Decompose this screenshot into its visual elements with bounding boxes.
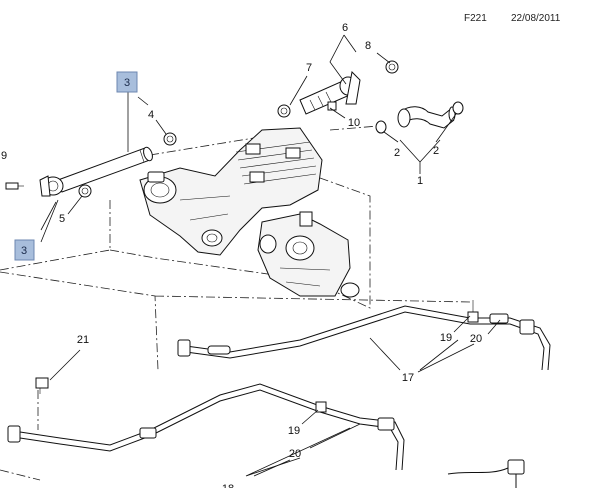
sensor-bottom-right — [447, 459, 525, 488]
callout-19-lower[interactable]: 19 — [288, 425, 300, 437]
hose-part-18 — [7, 383, 405, 471]
callout-9[interactable]: 9 — [1, 150, 7, 162]
assembly-boundary-hoses — [0, 271, 471, 371]
tube-part-3 — [39, 146, 153, 197]
o-ring-part-5 — [78, 184, 92, 198]
pipe-part-6 — [299, 70, 361, 115]
callout-6[interactable]: 6 — [342, 22, 348, 34]
svg-text:3: 3 — [21, 245, 27, 257]
callout-20-lower[interactable]: 20 — [289, 448, 301, 460]
diagram-code: F221 — [464, 13, 487, 24]
o-ring-part-2b — [452, 101, 464, 115]
hose-part-17 — [177, 305, 551, 371]
leader-lines — [40, 34, 501, 477]
o-ring-part-8 — [385, 60, 399, 74]
bracket-part-21 — [35, 377, 49, 394]
callout-5[interactable]: 5 — [59, 213, 65, 225]
thermostat-housing — [257, 211, 360, 298]
callout-17[interactable]: 17 — [402, 372, 414, 384]
callout-4[interactable]: 4 — [148, 109, 154, 121]
bent-pipe-part-1 — [397, 106, 456, 129]
callout-2-left[interactable]: 2 — [394, 147, 400, 159]
callout-badge-3-lower[interactable]: 3 — [14, 239, 35, 261]
callout-18[interactable]: 18 — [222, 483, 234, 488]
callout-10[interactable]: 10 — [348, 117, 360, 129]
callout-1[interactable]: 1 — [417, 175, 423, 187]
o-ring-part-4 — [163, 132, 177, 146]
assembly-boundary-bottom — [0, 469, 41, 481]
assembly-boundary-lower — [0, 177, 371, 309]
diagram-date: 22/08/2011 — [511, 13, 561, 24]
callout-21[interactable]: 21 — [77, 334, 89, 346]
bolt-part-9 — [5, 182, 24, 190]
callout-2-right[interactable]: 2 — [433, 145, 439, 157]
callout-8[interactable]: 8 — [365, 40, 371, 52]
clip-part-19-upper — [467, 300, 479, 323]
o-ring-part-2a — [375, 120, 387, 134]
callout-badge-3-upper[interactable]: 3 — [116, 71, 138, 93]
callout-7[interactable]: 7 — [306, 62, 312, 74]
svg-text:3: 3 — [124, 77, 130, 89]
callout-19-upper[interactable]: 19 — [440, 332, 452, 344]
o-ring-part-7 — [277, 104, 291, 118]
assembly-boundary-upper — [149, 125, 379, 156]
clip-part-19-lower — [315, 401, 327, 413]
oil-cooler-housing — [139, 127, 323, 256]
callout-20-upper[interactable]: 20 — [470, 333, 482, 345]
